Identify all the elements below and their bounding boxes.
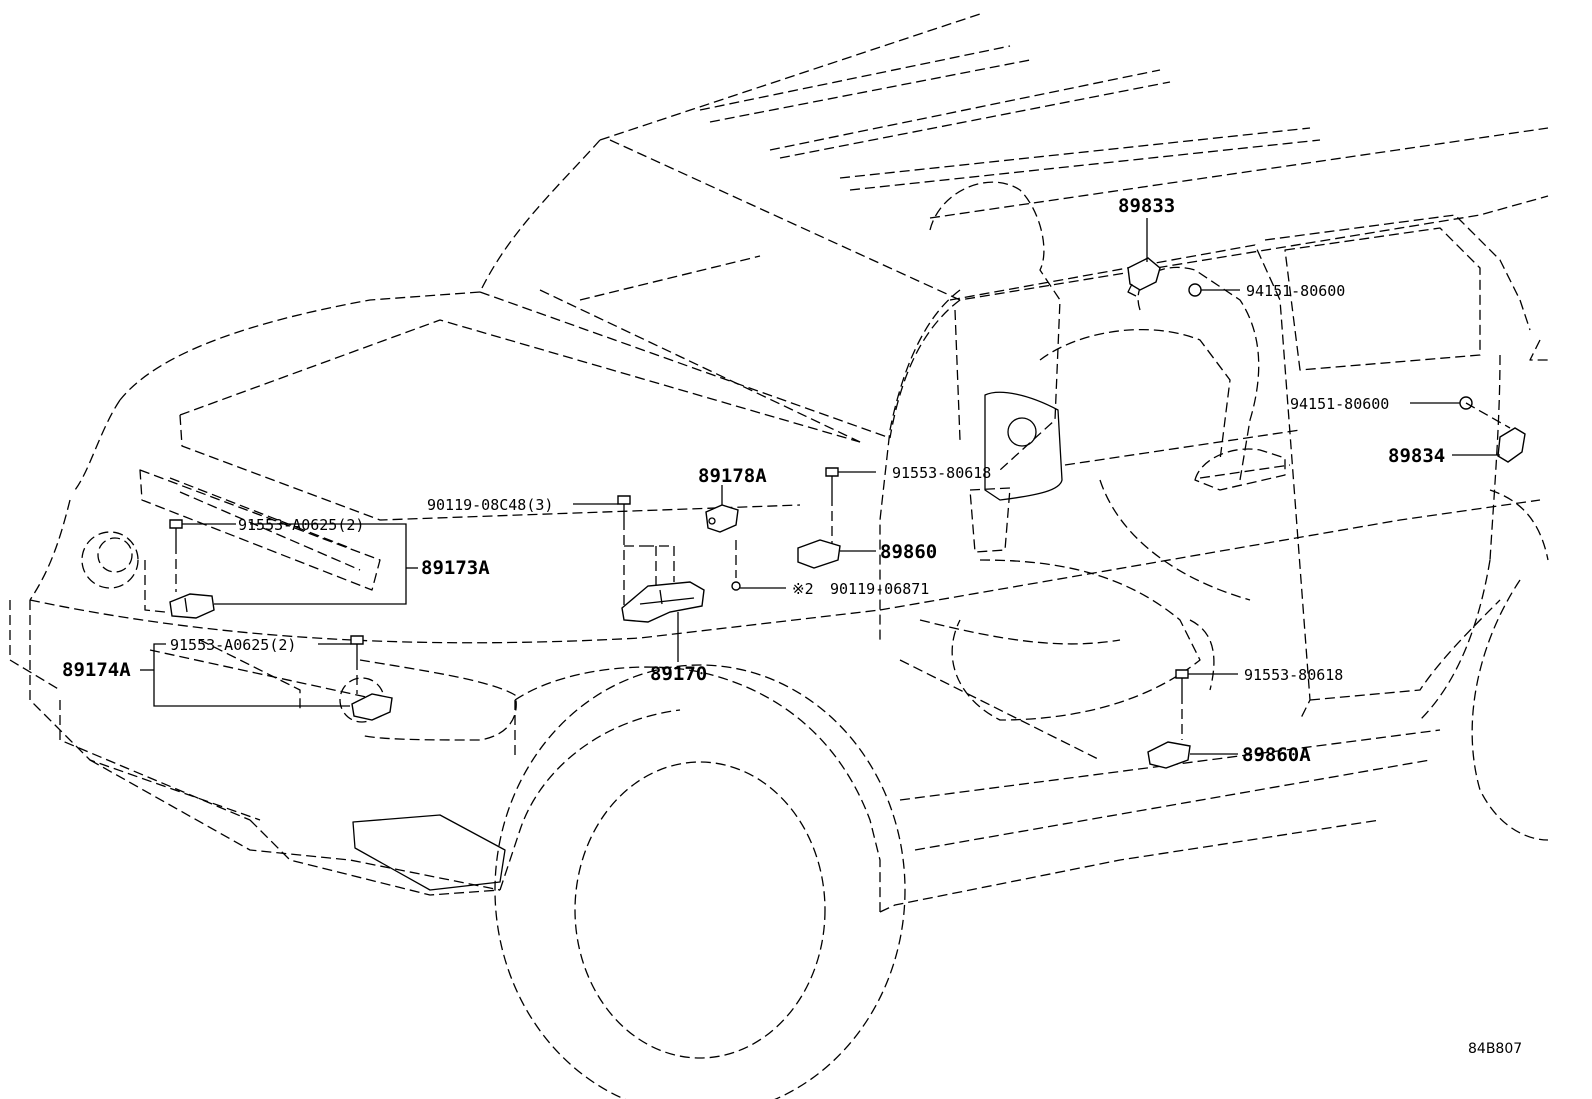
label-94151-80600-upper: 94151-80600 [1246,282,1345,300]
label-89170: 89170 [650,663,707,685]
airbag-sensor-assembly-89170-icon [621,581,705,623]
label-90119-06871: 90119-06871 [830,580,929,598]
nut-94151-upper-icon [1188,283,1202,297]
sensor-89174A-icon [351,693,393,721]
sensor-89860-icon [797,539,841,569]
label-89173A: 89173A [421,557,490,579]
bolt-91553-80618-lower-icon [1175,669,1189,694]
parts [169,257,1526,769]
bolt-91553-A0625-lower-icon [350,635,364,660]
vehicle-outline [9,13,1549,1099]
label-90119-08C48: 90119-08C48(3) [427,496,553,514]
label-89860A: 89860A [1242,744,1311,766]
figure-code: 84B807 [1468,1041,1522,1057]
leader-lines [140,218,1500,755]
label-91553-A0625-upper: 91553-A0625(2) [238,516,364,534]
label-89860: 89860 [880,541,937,563]
bolt-91553-80618-upper-icon [825,467,839,496]
sensor-89178A-icon [705,504,739,533]
label-89178A: 89178A [698,465,767,487]
label-89174A: 89174A [62,659,131,681]
label-91553-80618-lower: 91553-80618 [1244,666,1343,684]
label-91553-A0625-lower: 91553-A0625(2) [170,636,296,654]
sensor-89834-icon [1497,427,1526,463]
label-89833: 89833 [1118,195,1175,217]
sensor-89860A-icon [1147,741,1191,769]
part-labels: 89833 94151-80600 94151-80600 89834 8917… [62,195,1522,1057]
sensor-89833-icon [1127,257,1161,297]
screw-90119-06871-icon [731,540,741,591]
label-91553-80618-upper: 91553-80618 [892,464,991,482]
label-94151-80600-lower: 94151-80600 [1290,395,1389,413]
label-89834: 89834 [1388,445,1445,467]
label-note-mark-2: ※2 [792,580,814,598]
sensor-89173A-icon [169,593,215,619]
bolt-90119-08C48-icon [617,495,631,520]
bolt-91553-A0625-upper-icon [169,519,183,544]
